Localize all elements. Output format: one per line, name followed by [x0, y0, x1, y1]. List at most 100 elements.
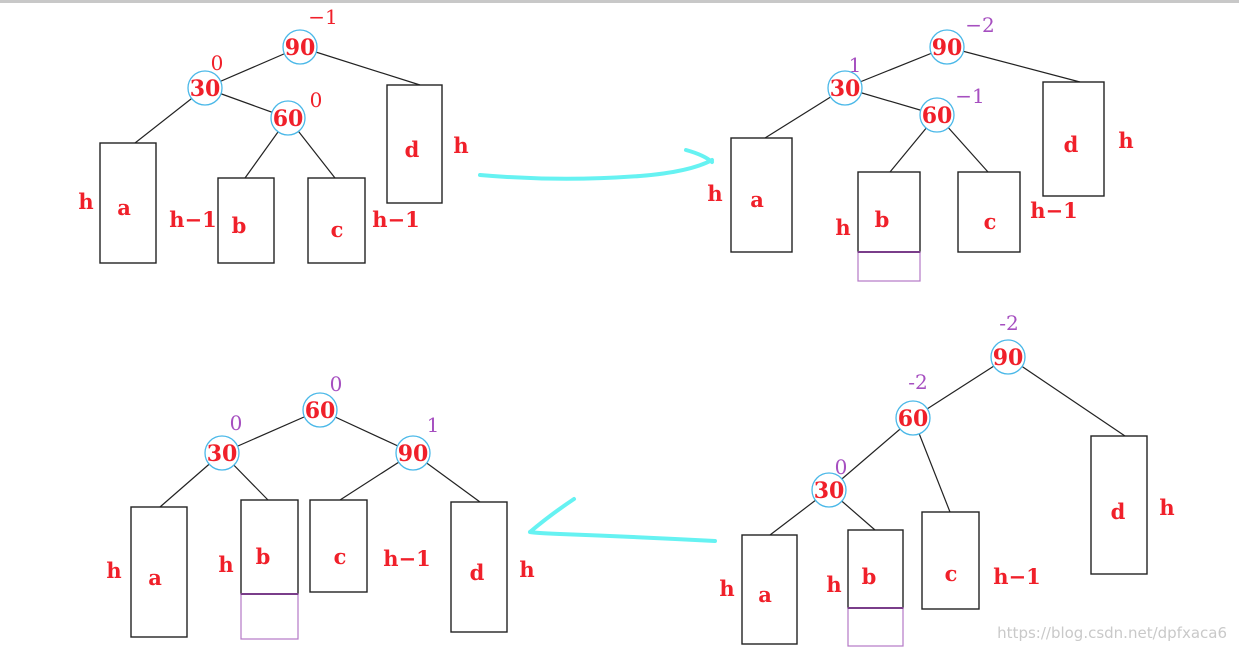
edge-90-60: [912, 356, 1009, 419]
tree-top-left: 90 30 60 −1 0 0 a b c d h h−1 h−1 h: [78, 5, 469, 264]
subtree-d-label: d: [405, 137, 420, 162]
balance-factor-60: -2: [908, 370, 927, 394]
subtree-c-label: c: [331, 217, 344, 242]
balance-factor-60: 0: [310, 88, 323, 112]
balance-factor-30: 1: [849, 53, 862, 77]
subtree-c-box: [957, 171, 1021, 253]
tree-bottom-right: 90 60 30 -2 -2 0 a b c d h h h−1 h: [719, 311, 1175, 647]
node-value-30: 30: [814, 478, 845, 504]
height-b-label: h: [835, 215, 850, 240]
edge-60-30: [828, 417, 914, 491]
subtree-a-label: a: [148, 565, 162, 590]
height-a-label: h: [707, 181, 722, 206]
subtree-d-box: [1042, 81, 1105, 197]
arrow-left: [528, 497, 717, 543]
subtree-b-extra-level: [857, 251, 921, 282]
subtree-b-label: b: [232, 213, 247, 238]
height-b-label: h: [826, 572, 841, 597]
node-circle-30: [187, 70, 223, 106]
node-circle-60: [919, 97, 955, 133]
node-value-30: 30: [830, 76, 861, 102]
subtree-c-box: [309, 499, 368, 593]
height-c-label: h−1: [372, 207, 419, 232]
balance-factor-90: −1: [308, 5, 337, 29]
edge-90-d: [1007, 356, 1126, 437]
node-circle-90: [990, 339, 1026, 375]
subtree-c-box: [921, 511, 980, 610]
subtree-a-label: a: [117, 195, 131, 220]
subtree-d-box: [1090, 435, 1148, 575]
node-value-60: 60: [305, 398, 336, 424]
height-d-label: h: [519, 557, 534, 582]
edge-90-30: [844, 46, 948, 89]
balance-factor-60: 0: [330, 372, 343, 396]
subtree-b-label: b: [256, 544, 271, 569]
height-a-label: h: [106, 558, 121, 583]
subtree-c-label: c: [334, 544, 347, 569]
node-value-60: 60: [273, 106, 304, 132]
subtree-b-box: [217, 177, 275, 264]
tree-bottom-left: 60 30 90 0 0 1 a b c d h h h−1 h: [106, 372, 535, 640]
node-circle-90: [395, 435, 431, 471]
node-value-60: 60: [922, 103, 953, 129]
subtree-a-box: [99, 142, 157, 264]
edge-90-d: [299, 46, 421, 86]
height-c-label: h−1: [383, 546, 430, 571]
subtree-a-label: a: [750, 187, 764, 212]
height-c-label: h−1: [993, 564, 1040, 589]
height-d-label: h: [453, 133, 468, 158]
node-circle-30: [204, 435, 240, 471]
balance-factor-60: −1: [955, 84, 984, 108]
subtree-d-box: [450, 501, 508, 633]
node-circle-30: [827, 70, 863, 106]
node-value-90: 90: [285, 35, 316, 61]
watermark: https://blog.csdn.net/dpfxaca6: [997, 624, 1227, 642]
height-a-label: h: [78, 189, 93, 214]
node-circle-60: [302, 392, 338, 428]
node-value-60: 60: [898, 406, 929, 432]
height-d-label: h: [1118, 128, 1133, 153]
subtree-a-label: a: [758, 582, 772, 607]
arrow-right: [478, 148, 714, 181]
balance-factor-30: 0: [211, 51, 224, 75]
node-circle-60: [270, 100, 306, 136]
node-value-90: 90: [398, 441, 429, 467]
subtree-d-label: d: [470, 560, 485, 585]
node-circle-90: [929, 29, 965, 65]
subtree-c-box: [307, 177, 366, 264]
node-circle-60: [895, 400, 931, 436]
edge-60-30: [221, 409, 321, 454]
balance-factor-90: 1: [427, 413, 440, 437]
balance-factor-90: −2: [965, 13, 994, 37]
tree-top-right: 90 30 60 −2 1 −1 a b c d h h h−1 h: [707, 13, 1134, 282]
node-value-30: 30: [190, 76, 221, 102]
height-d-label: h: [1159, 495, 1174, 520]
height-b-label: h−1: [169, 207, 216, 232]
node-value-30: 30: [207, 441, 238, 467]
node-circle-30: [811, 472, 847, 508]
edge-90-d: [946, 46, 1081, 83]
balance-factor-90: -2: [999, 311, 1018, 335]
subtree-b-label: b: [875, 207, 890, 232]
subtree-d-box: [386, 84, 443, 204]
node-value-90: 90: [993, 345, 1024, 371]
height-c-label: h−1: [1030, 198, 1077, 223]
subtree-c-label: c: [984, 209, 997, 234]
node-value-90: 90: [932, 35, 963, 61]
node-circle-90: [282, 29, 318, 65]
subtree-a-box: [130, 506, 188, 638]
window-top-border: [0, 0, 1239, 3]
subtree-d-label: d: [1064, 132, 1079, 157]
subtree-a-box: [741, 534, 798, 645]
subtree-b-extra-level: [847, 607, 904, 647]
subtree-c-label: c: [945, 561, 958, 586]
subtree-d-label: d: [1111, 499, 1126, 524]
height-a-label: h: [719, 576, 734, 601]
subtree-a-box: [730, 137, 793, 253]
balance-factor-30: 0: [230, 411, 243, 435]
subtree-b-label: b: [862, 564, 877, 589]
subtree-b-extra-level: [240, 593, 299, 640]
balance-factor-30: 0: [835, 455, 848, 479]
height-b-label: h: [218, 552, 233, 577]
